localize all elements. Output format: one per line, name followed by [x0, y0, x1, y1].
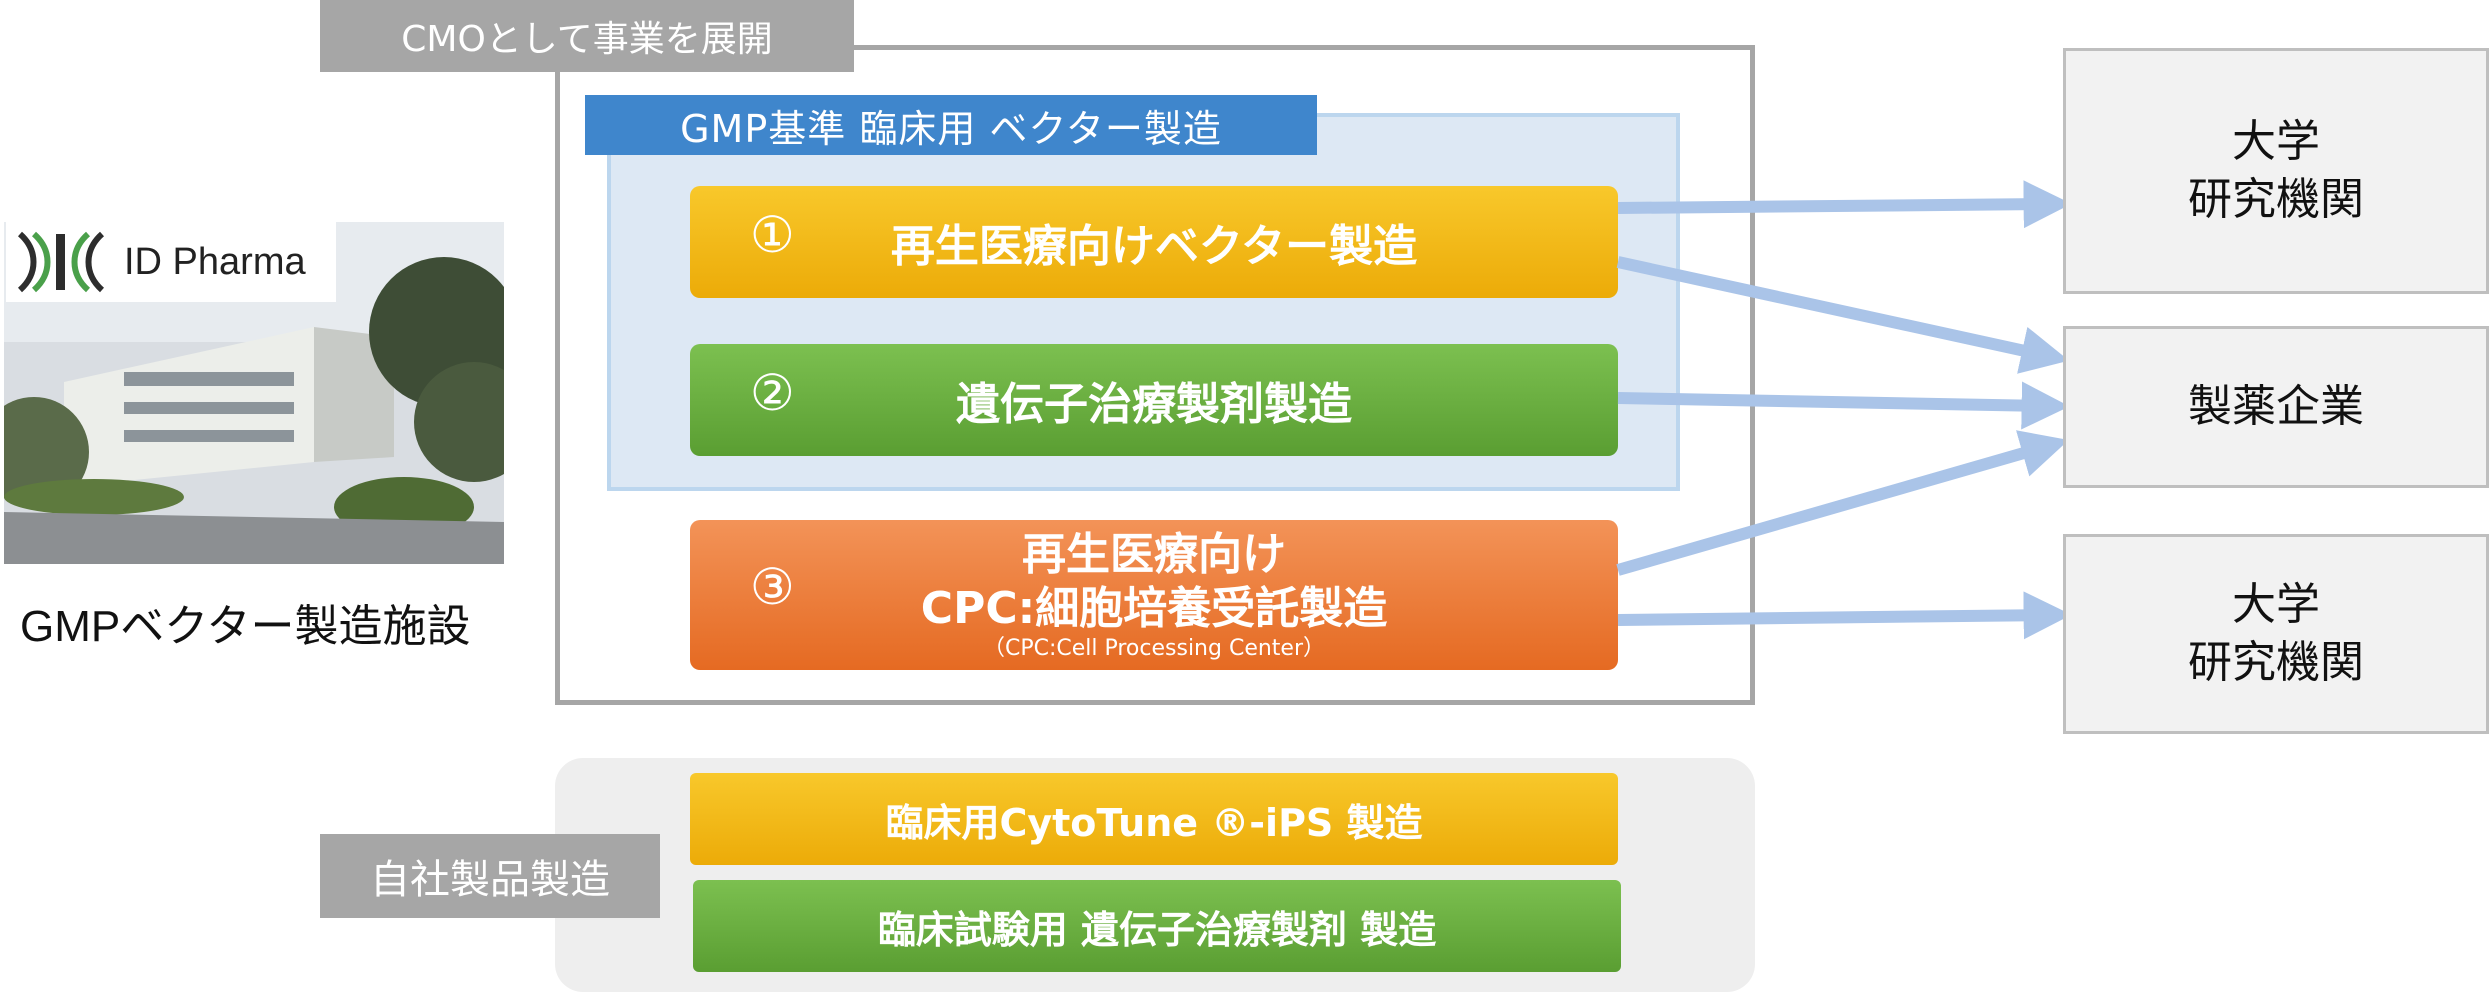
- service-box-1: ① 再生医療向けベクター製造: [690, 186, 1618, 298]
- service-number-3: ③: [750, 558, 795, 616]
- service-label-3-line1: 再生医療向け: [1022, 529, 1286, 580]
- target-university-2: 大学 研究機関: [2063, 534, 2489, 734]
- service-number-2: ②: [750, 364, 795, 422]
- logo-text: ID Pharma: [124, 240, 306, 283]
- service-number-1: ①: [750, 206, 795, 264]
- service-label-2: 遺伝子治療製剤製造: [956, 379, 1352, 430]
- gmp-tab: GMP基準 臨床用 ベクター製造: [585, 95, 1317, 155]
- target-3-line2: 研究機関: [2188, 638, 2364, 687]
- service-box-2: ② 遺伝子治療製剤製造: [690, 344, 1618, 456]
- id-pharma-logo-icon: [17, 231, 105, 293]
- own-product-1: 臨床用CytoTune ®-iPS 製造: [690, 773, 1618, 865]
- facility-caption: GMPベクター製造施設: [20, 602, 471, 651]
- own-product-2: 臨床試験用 遺伝子治療製剤 製造: [693, 880, 1621, 972]
- target-pharma: 製薬企業: [2063, 326, 2489, 488]
- target-1-line2: 研究機関: [2188, 175, 2364, 224]
- cmo-frame: [555, 45, 1755, 705]
- target-2-line1: 製薬企業: [2188, 382, 2364, 431]
- target-1-line1: 大学: [2232, 117, 2320, 166]
- service-label-3-note: （CPC:Cell Processing Center）: [982, 636, 1326, 661]
- target-university-1: 大学 研究機関: [2063, 48, 2489, 294]
- service-label-1: 再生医療向けベクター製造: [890, 221, 1418, 272]
- service-box-3: ③ 再生医療向け CPC:細胞培養受託製造 （CPC:Cell Processi…: [690, 520, 1618, 670]
- company-logo: ID Pharma: [6, 222, 336, 302]
- own-product-1-label: 臨床用CytoTune ®-iPS 製造: [885, 800, 1423, 845]
- target-3-line1: 大学: [2232, 580, 2320, 629]
- service-label-3-line2: CPC:細胞培養受託製造: [920, 583, 1388, 634]
- own-product-2-label: 臨床試験用 遺伝子治療製剤 製造: [877, 907, 1437, 952]
- own-products-tab: 自社製品製造: [320, 834, 660, 918]
- cmo-tab: CMOとして事業を展開: [320, 0, 854, 72]
